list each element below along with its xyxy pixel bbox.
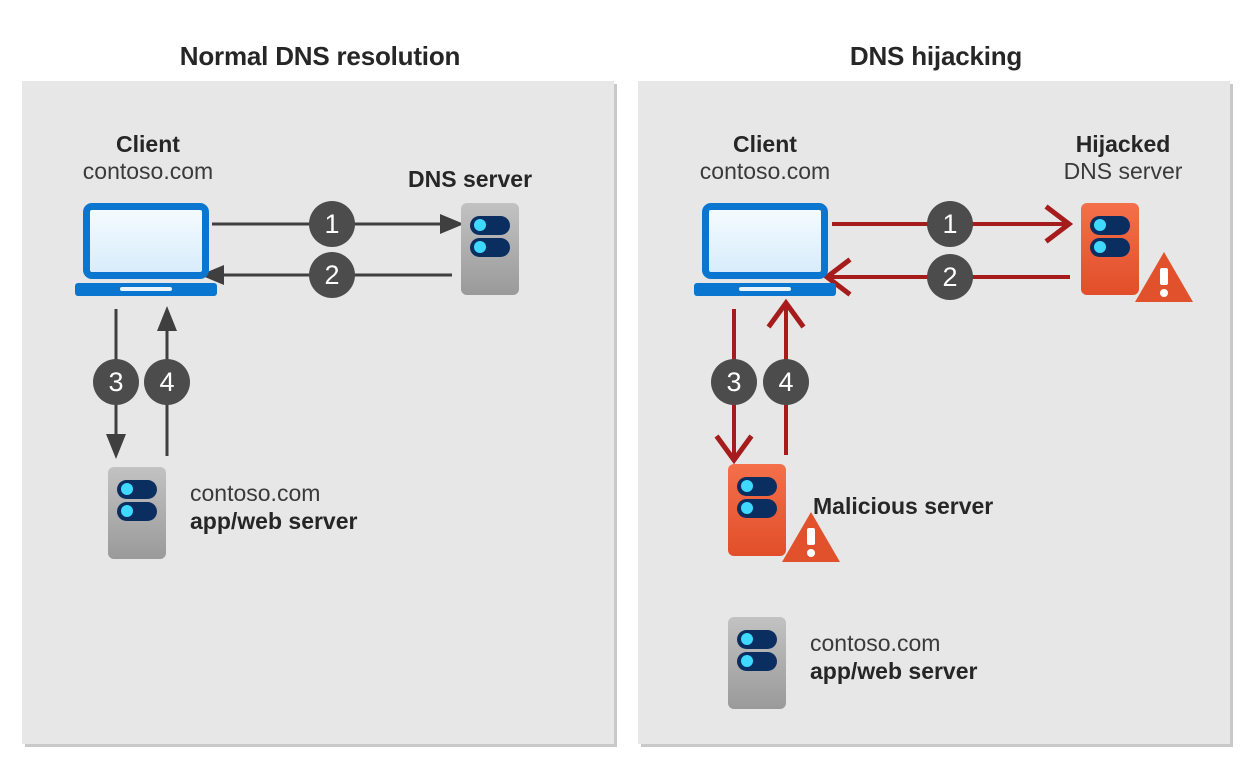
step-badge-1-normal: 1 [309, 201, 355, 247]
server-icon-malicious [728, 464, 786, 556]
laptop-icon-client-hijacking [694, 203, 836, 298]
server-led-2 [741, 655, 754, 668]
server-led-1 [1094, 219, 1107, 232]
laptop-notch [739, 287, 791, 291]
laptop-icon-client-normal [75, 203, 217, 298]
label-client-title: Client [116, 131, 180, 157]
server-led-2 [474, 241, 487, 254]
label-app-web-role: app/web server [190, 507, 358, 534]
label-client-hijacking: Client contoso.com [680, 131, 850, 185]
warning-exclamation-bar [807, 528, 815, 545]
server-led-1 [121, 483, 134, 496]
server-led-1 [741, 480, 754, 493]
server-led-1 [474, 219, 487, 232]
laptop-screen [702, 203, 828, 279]
warning-exclamation-bar [1160, 268, 1168, 285]
server-led-1 [741, 633, 754, 646]
server-bay-1 [737, 476, 777, 496]
server-bay-2 [470, 237, 510, 257]
server-bay-2 [1090, 237, 1130, 257]
label-hijacked-dns-server: Hijacked DNS server [1028, 131, 1218, 185]
server-bay-2 [737, 498, 777, 518]
page-title-dns-hijacking: DNS hijacking [849, 41, 1023, 71]
label-app-web-role: app/web server [810, 657, 978, 684]
server-led-2 [121, 505, 134, 518]
warning-exclamation-dot [1160, 289, 1168, 297]
step-badge-3-normal: 3 [93, 359, 139, 405]
label-client-domain: contoso.com [82, 158, 214, 185]
server-icon-dns-normal [461, 203, 519, 295]
warning-triangle-icon-malicious [782, 512, 840, 562]
label-hijacked-subtitle: DNS server [1063, 158, 1183, 185]
step-badge-2-hijacking: 2 [927, 254, 973, 300]
label-app-web-server-normal: contoso.com app/web server [190, 480, 357, 535]
server-icon-app-web-hijacking [728, 617, 786, 709]
label-malicious-server: Malicious server [813, 493, 994, 519]
warning-triangle-icon-hijacked-dns [1135, 252, 1193, 302]
laptop-screen [83, 203, 209, 279]
label-dns-server-normal: DNS server [408, 166, 533, 192]
label-client-normal: Client contoso.com [68, 131, 228, 185]
label-app-web-domain: contoso.com [190, 480, 321, 506]
step-badge-4-normal: 4 [144, 359, 190, 405]
server-bay-1 [117, 479, 157, 499]
server-led-2 [741, 502, 754, 515]
step-badge-4-hijacking: 4 [763, 359, 809, 405]
server-bay-1 [1090, 215, 1130, 235]
server-bay-1 [470, 215, 510, 235]
server-icon-app-web-normal [108, 467, 166, 559]
label-client-title: Client [733, 131, 797, 157]
page-title-normal-dns-resolution: Normal DNS resolution [179, 41, 461, 71]
step-badge-1-hijacking: 1 [927, 201, 973, 247]
label-hijacked-title: Hijacked [1075, 131, 1171, 157]
panel-dns-hijacking: Client contoso.com Hijacked DNS server [638, 81, 1230, 744]
laptop-notch [120, 287, 172, 291]
server-led-2 [1094, 241, 1107, 254]
server-bay-2 [737, 651, 777, 671]
panel-normal-dns-resolution: Client contoso.com DNS server contoso.co… [22, 81, 614, 744]
step-badge-3-hijacking: 3 [711, 359, 757, 405]
step-badge-2-normal: 2 [309, 252, 355, 298]
server-bay-1 [737, 629, 777, 649]
label-client-domain: contoso.com [699, 158, 831, 185]
label-app-web-domain: contoso.com [810, 630, 941, 656]
server-icon-hijacked-dns [1081, 203, 1139, 295]
warning-exclamation-dot [807, 549, 815, 557]
server-bay-2 [117, 501, 157, 521]
label-app-web-server-hijacking: contoso.com app/web server [810, 630, 977, 685]
